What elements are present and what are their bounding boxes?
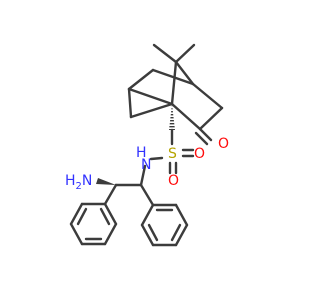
sulfonyl-oxygen-label: O [168,173,179,189]
bond [129,102,174,119]
bond [103,202,118,226]
bond [198,127,213,142]
bond [170,102,202,131]
bond [174,203,189,227]
ketone-oxygen-label: O [218,136,229,152]
bond [69,202,84,226]
phenyl-ring-left [69,202,118,246]
amide-hydrogen-label: H [136,145,147,161]
bond [139,183,155,207]
camphor-cage [127,43,224,146]
bond [149,156,164,161]
bond [174,223,189,247]
bond [151,68,195,86]
structure-canvas: O S O O H N H2N [65,43,229,247]
amine-label: H2N [65,173,92,192]
bond [127,68,155,91]
bond [140,203,155,227]
bond [103,183,118,206]
molecule-diagram: O S O O H N H2N [65,43,229,247]
sulfur-label: S [168,146,177,162]
bond [103,222,118,246]
wedge-bond [96,178,116,185]
bond [99,207,111,226]
bond [127,87,133,119]
sulfonyl-group [149,148,195,175]
bond [147,223,159,242]
bond [170,223,182,242]
hashed-wedge-bond [169,104,175,130]
phenyl-ring-right [140,203,189,247]
bond [76,207,88,226]
bond [69,222,84,246]
bond [152,43,178,64]
bond [191,82,224,110]
bond [139,164,147,187]
bond [127,87,174,106]
bond [174,60,195,86]
bond [198,106,224,131]
bond [140,223,155,247]
amide-nitrogen-label: N [141,157,151,173]
bond [170,60,178,106]
bond [174,43,196,64]
bond [194,131,209,146]
sulfonyl-oxygen-label: O [194,146,205,162]
